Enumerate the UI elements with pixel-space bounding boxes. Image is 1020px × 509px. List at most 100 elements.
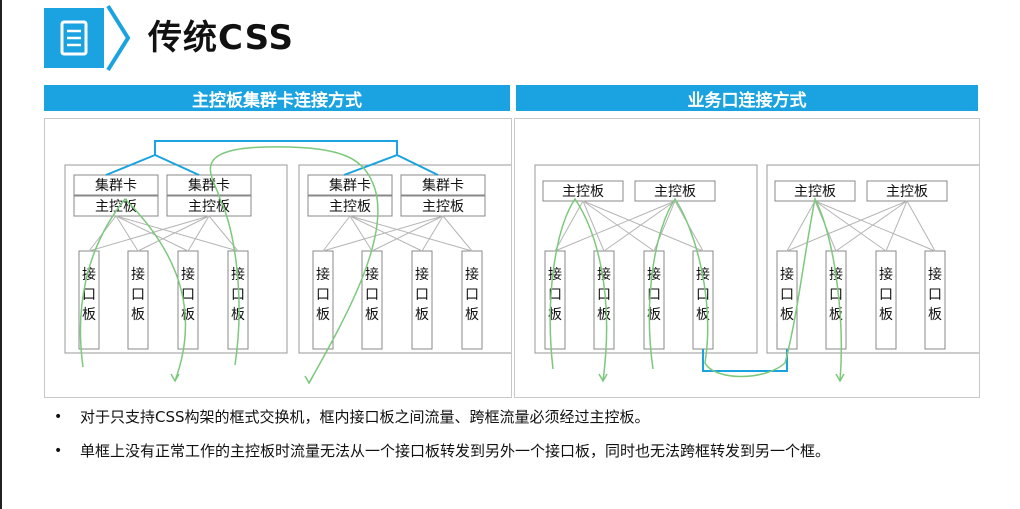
interface-board-box-char: 口 bbox=[415, 287, 429, 303]
cluster-card-box-label: 集群卡 bbox=[329, 177, 371, 194]
mesh-line bbox=[187, 215, 210, 252]
cluster-card-box-label: 集群卡 bbox=[188, 177, 230, 194]
mesh-line bbox=[814, 200, 887, 252]
interface-board-box-char: 接 bbox=[647, 266, 661, 283]
traffic-flow bbox=[549, 197, 608, 382]
interface-board-box-char: 口 bbox=[181, 287, 195, 303]
service-port-diagram: 主控板主控板接口板接口板接口板接口板主控板主控板接口板接口板接口板接口板 bbox=[534, 164, 979, 383]
interface-board-box-char: 接 bbox=[365, 266, 379, 283]
flow-arrow bbox=[170, 373, 180, 383]
interface-board-box-char: 口 bbox=[365, 287, 379, 303]
interface-board-box-char: 板 bbox=[879, 307, 893, 323]
interface-board-box-char: 口 bbox=[465, 287, 479, 303]
interface-board-box-char: 板 bbox=[780, 307, 794, 323]
mesh-line bbox=[554, 200, 676, 252]
interface-board-box-char: 口 bbox=[928, 287, 942, 303]
interface-board-box-char: 接 bbox=[131, 266, 145, 283]
interface-board-box-char: 板 bbox=[597, 307, 611, 323]
mesh-line bbox=[371, 215, 444, 252]
interface-board-box-char: 板 bbox=[131, 307, 145, 323]
interface-board-box-char: 板 bbox=[316, 307, 330, 323]
interface-board-box-char: 板 bbox=[82, 307, 96, 323]
mesh-line bbox=[582, 200, 605, 252]
interface-board-box-char: 接 bbox=[415, 266, 429, 283]
interface-board-box-char: 接 bbox=[548, 266, 562, 283]
cluster-link bbox=[105, 140, 398, 176]
interface-board-box-char: 接 bbox=[181, 266, 195, 283]
main-board-box-label: 主控板 bbox=[422, 199, 464, 215]
interface-board-box-char: 板 bbox=[928, 307, 942, 323]
interface-board-box-char: 接 bbox=[928, 266, 942, 283]
cluster-card-box bbox=[73, 174, 159, 196]
service-port-link bbox=[702, 349, 788, 372]
interface-board-box-char: 接 bbox=[82, 266, 96, 283]
cluster-diagram-panel: 集群卡主控板集群卡主控板接口板接口板接口板接口板集群卡主控板集群卡主控板接口板接… bbox=[44, 118, 512, 398]
mesh-line bbox=[421, 215, 444, 252]
interface-board-box-char: 板 bbox=[181, 307, 195, 323]
mesh-line bbox=[582, 200, 655, 252]
mesh-line bbox=[322, 215, 444, 252]
main-board-box-label: 主控板 bbox=[654, 184, 696, 200]
interface-board-box-char: 板 bbox=[548, 307, 562, 323]
interface-board-box-char: 板 bbox=[647, 307, 661, 323]
bullet-item: • 对于只支持CSS构架的框式交换机，框内接口板之间流量、跨框流量必须经过主控板… bbox=[54, 404, 1004, 430]
bullet-dot: • bbox=[54, 443, 63, 459]
interface-board-box-char: 接 bbox=[316, 266, 330, 283]
section-banner-service-port: 业务口连接方式 bbox=[516, 85, 978, 111]
chevron-right-icon bbox=[106, 4, 131, 72]
interface-board-box-char: 板 bbox=[231, 307, 245, 323]
interface-board-box-char: 口 bbox=[829, 287, 843, 303]
bullet-item: • 单框上没有正常工作的主控板时流量无法从一个接口板转发到另外一个接口板，同时也… bbox=[54, 438, 1004, 464]
document-list-icon bbox=[44, 8, 104, 68]
cluster-card-box-label: 集群卡 bbox=[95, 177, 137, 194]
section-banner-cluster: 主控板集群卡连接方式 bbox=[44, 85, 510, 111]
service-port-diagram-panel: 主控板主控板接口板接口板接口板接口板主控板主控板接口板接口板接口板接口板 bbox=[514, 118, 980, 398]
mesh-line bbox=[885, 200, 908, 252]
mesh-line bbox=[906, 200, 936, 252]
main-board-box-label: 主控板 bbox=[329, 199, 371, 215]
interface-board-box-char: 接 bbox=[465, 266, 479, 283]
mesh-line bbox=[554, 200, 584, 252]
interface-board-box-char: 板 bbox=[415, 307, 429, 323]
mesh-line bbox=[322, 215, 351, 252]
mesh-line bbox=[115, 215, 239, 252]
cluster-card-box bbox=[400, 174, 486, 196]
mesh-line bbox=[349, 215, 373, 252]
main-board-box-label: 主控板 bbox=[794, 184, 836, 200]
mesh-line bbox=[814, 200, 936, 252]
interface-board-box-char: 口 bbox=[231, 287, 245, 303]
mesh-line bbox=[835, 200, 908, 252]
bullet-text: 单框上没有正常工作的主控板时流量无法从一个接口板转发到另外一个接口板，同时也无法… bbox=[80, 442, 831, 460]
traffic-flow bbox=[79, 197, 187, 382]
mesh-line bbox=[349, 215, 423, 252]
interface-board-box-char: 接 bbox=[780, 266, 794, 283]
interface-board-box-char: 接 bbox=[597, 266, 611, 283]
main-board-box-label: 主控板 bbox=[886, 184, 928, 200]
interface-board-box-char: 口 bbox=[696, 287, 710, 303]
traffic-flow bbox=[209, 146, 379, 384]
main-board-box-label: 主控板 bbox=[188, 199, 230, 215]
cluster-card-box bbox=[166, 174, 252, 196]
flow-arrow bbox=[304, 375, 314, 385]
mesh-line bbox=[786, 200, 816, 252]
main-board-box-label: 主控板 bbox=[95, 199, 137, 215]
flow-arrow bbox=[598, 373, 608, 383]
interface-board-box-char: 接 bbox=[879, 266, 893, 283]
mesh-line bbox=[115, 215, 189, 252]
page-title: 传统CSS bbox=[148, 18, 295, 58]
interface-board-box-char: 口 bbox=[879, 287, 893, 303]
cluster-card-box-label: 集群卡 bbox=[422, 177, 464, 194]
cluster-diagram: 集群卡主控板集群卡主控板接口板接口板接口板接口板集群卡主控板集群卡主控板接口板接… bbox=[64, 140, 511, 385]
cluster-link bbox=[396, 154, 439, 176]
mesh-line bbox=[349, 215, 473, 252]
mesh-line bbox=[603, 200, 676, 252]
bullet-list: • 对于只支持CSS构架的框式交换机，框内接口板之间流量、跨框流量必须经过主控板… bbox=[54, 404, 1004, 472]
mesh-line bbox=[115, 215, 139, 252]
mesh-line bbox=[137, 215, 210, 252]
bullet-text: 对于只支持CSS构架的框式交换机，框内接口板之间流量、跨框流量必须经过主控板。 bbox=[80, 408, 650, 426]
interface-board-box-char: 口 bbox=[131, 287, 145, 303]
interface-board-box-char: 板 bbox=[365, 307, 379, 323]
interface-board-box-char: 口 bbox=[82, 287, 96, 303]
cluster-link bbox=[154, 154, 200, 176]
page-left-border bbox=[0, 0, 2, 509]
